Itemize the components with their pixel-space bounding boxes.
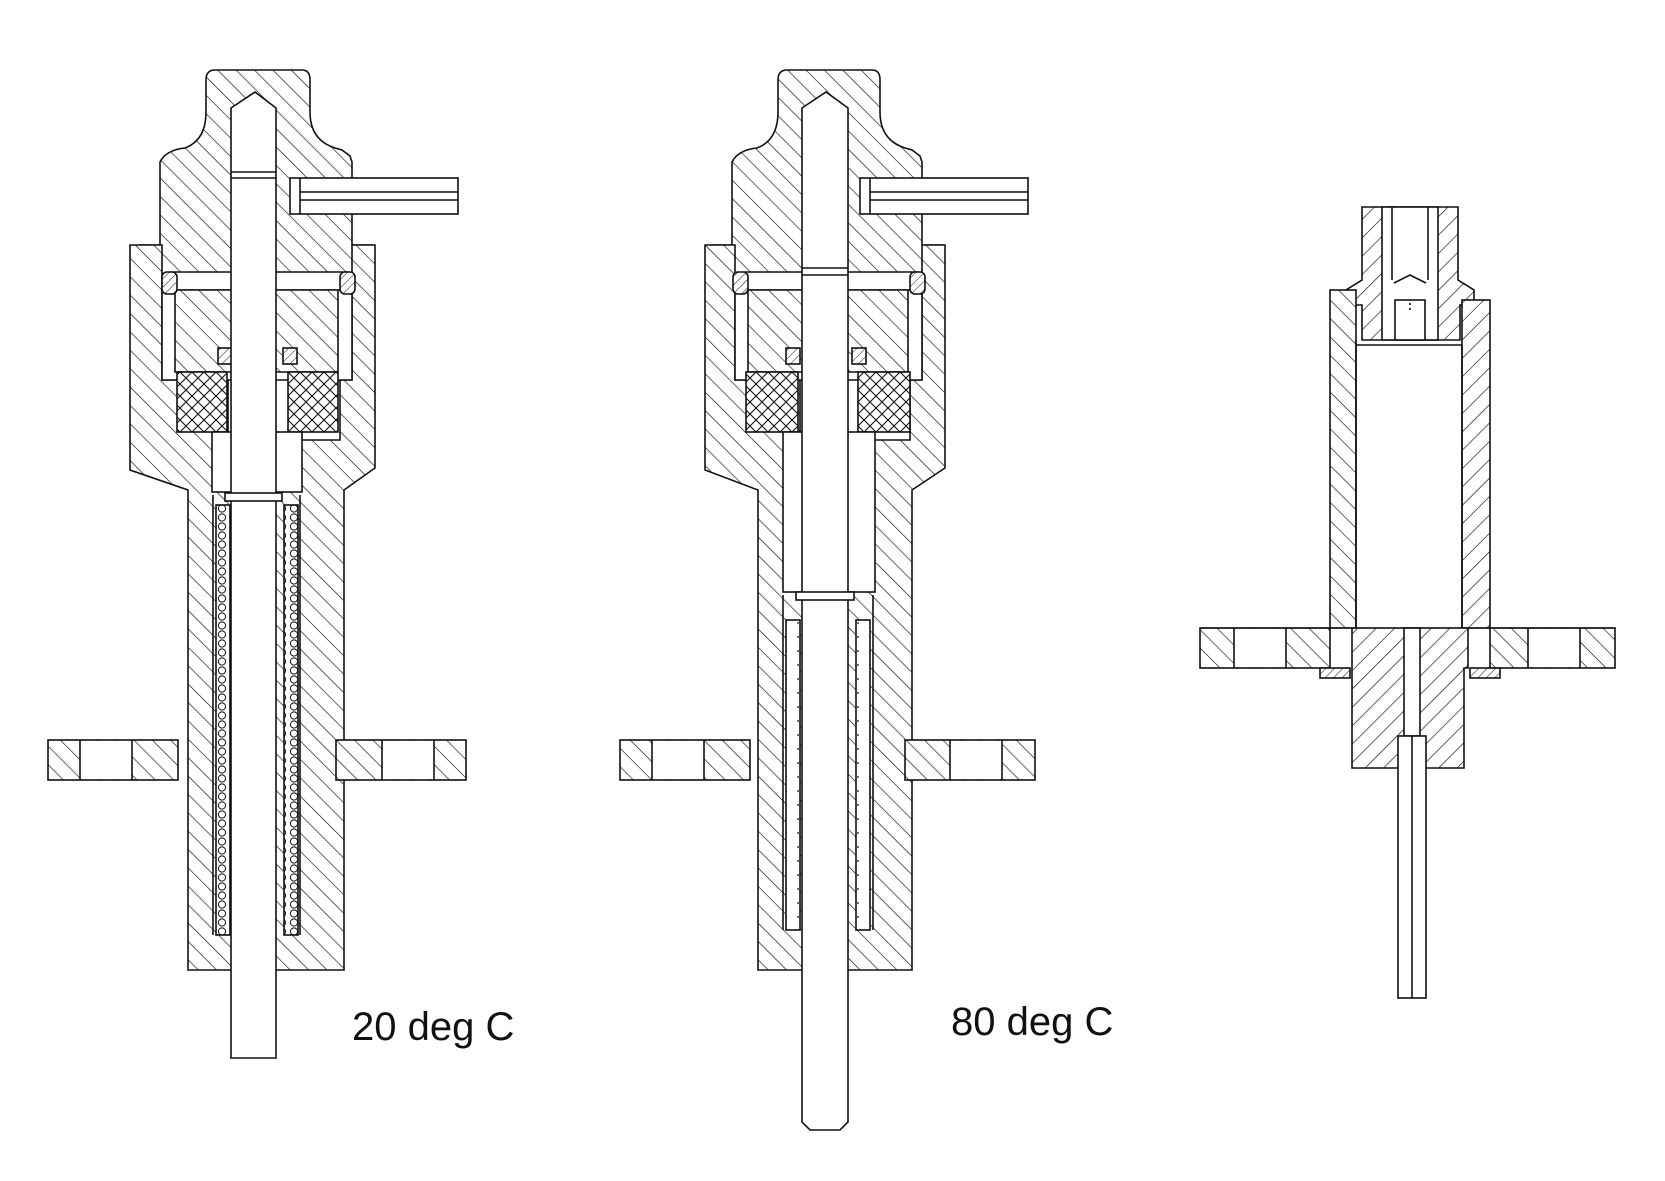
assembly-20-rod	[230, 91, 277, 1059]
assembly-80degc	[619, 69, 1036, 1131]
assembly-3-wall-left	[1329, 289, 1357, 629]
assembly-80-rod	[801, 91, 849, 1131]
assembly-20-spring-right	[283, 504, 299, 936]
assembly-80-side-port	[859, 177, 1029, 215]
assembly-small-housing	[1199, 206, 1616, 999]
assembly-20-packing-right	[287, 371, 339, 433]
assembly-20-flange	[47, 739, 467, 781]
assembly-20-packing-left	[176, 371, 228, 433]
assembly-80-liner-left	[785, 619, 801, 931]
assembly-80-packing-left	[745, 371, 799, 433]
caption-20degc: 20 deg C	[352, 1005, 515, 1049]
assembly-80-packing-right	[857, 371, 911, 433]
assembly-20-spring-left	[215, 504, 231, 936]
assembly-80-flange	[619, 739, 1036, 781]
assembly-3-flange	[1199, 627, 1616, 679]
assembly-20degc	[47, 69, 467, 1059]
caption-80degc: 80 deg C	[951, 1000, 1114, 1044]
assembly-80-liner-right	[855, 619, 871, 931]
assembly-20-side-port	[289, 177, 459, 215]
assembly-3-wall-right	[1461, 299, 1491, 629]
